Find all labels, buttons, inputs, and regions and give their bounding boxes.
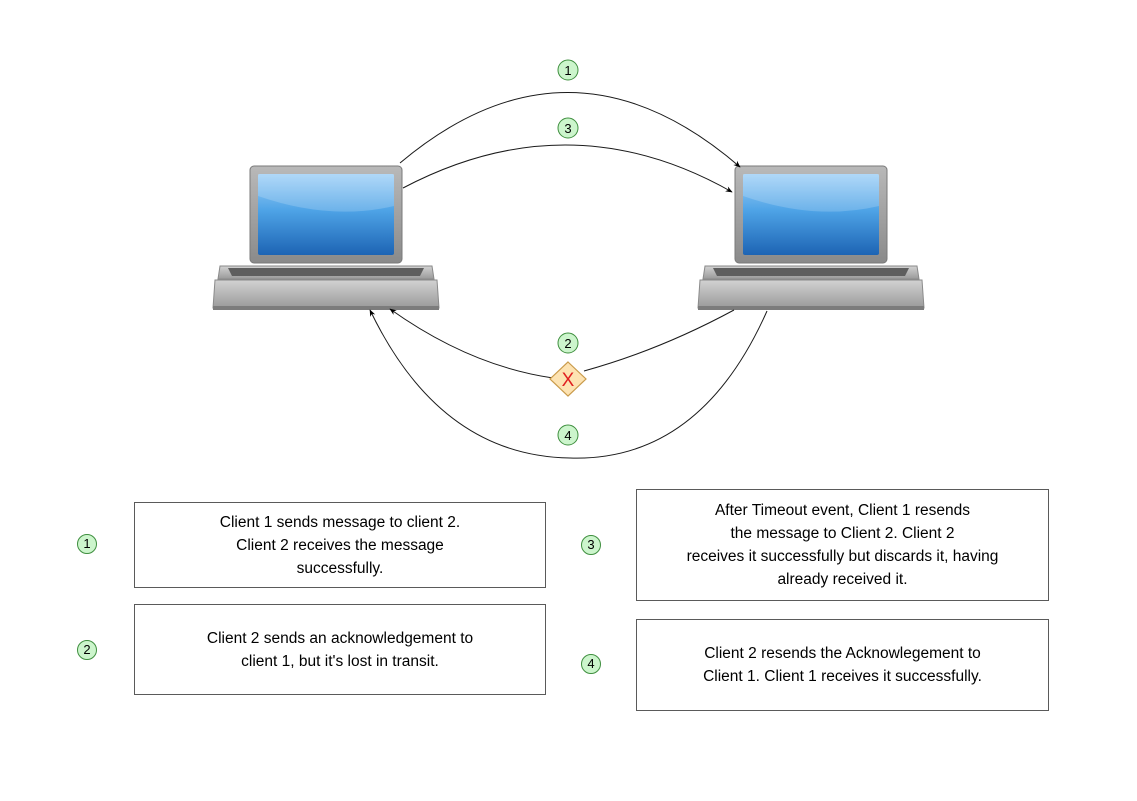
diagram-badge-3: 3 <box>557 117 579 139</box>
svg-text:1: 1 <box>564 63 571 78</box>
diagram-badge-2: 2 <box>557 332 579 354</box>
svg-text:3: 3 <box>564 121 571 136</box>
step-2-text: Client 2 sends an acknowledgement to cli… <box>206 629 474 670</box>
client-2-laptop-icon <box>697 165 925 311</box>
legend-badge-3: 3 <box>581 535 601 555</box>
arrow-step-4 <box>369 309 768 459</box>
svg-text:4: 4 <box>564 428 571 443</box>
legend-badge-1: 1 <box>77 534 97 554</box>
client-1-laptop-icon <box>212 165 440 311</box>
arrow-step-2 <box>389 308 554 379</box>
step-1-text: Client 1 sends message to client 2. Clie… <box>219 513 461 577</box>
lost-diamond-icon: X <box>549 361 587 397</box>
arrow-step-2-segment <box>583 309 735 372</box>
arrow-step-1 <box>399 92 741 168</box>
arrow-step-3 <box>402 144 733 193</box>
diagram-badge-1: 1 <box>557 59 579 81</box>
step-3-description: After Timeout event, Client 1 resends th… <box>636 489 1049 601</box>
legend-badge-4: 4 <box>581 654 601 674</box>
step-1-description: Client 1 sends message to client 2. Clie… <box>134 502 546 588</box>
diagram-badge-4: 4 <box>557 424 579 446</box>
svg-text:2: 2 <box>564 336 571 351</box>
step-4-text: Client 2 resends the Acknowlegement to C… <box>703 645 982 685</box>
legend-badge-2: 2 <box>77 640 97 660</box>
lost-x-label: X <box>562 370 575 391</box>
step-2-description: Client 2 sends an acknowledgement to cli… <box>134 604 546 695</box>
step-3-text: After Timeout event, Client 1 resends th… <box>686 502 999 588</box>
step-4-description: Client 2 resends the Acknowlegement to C… <box>636 619 1049 711</box>
